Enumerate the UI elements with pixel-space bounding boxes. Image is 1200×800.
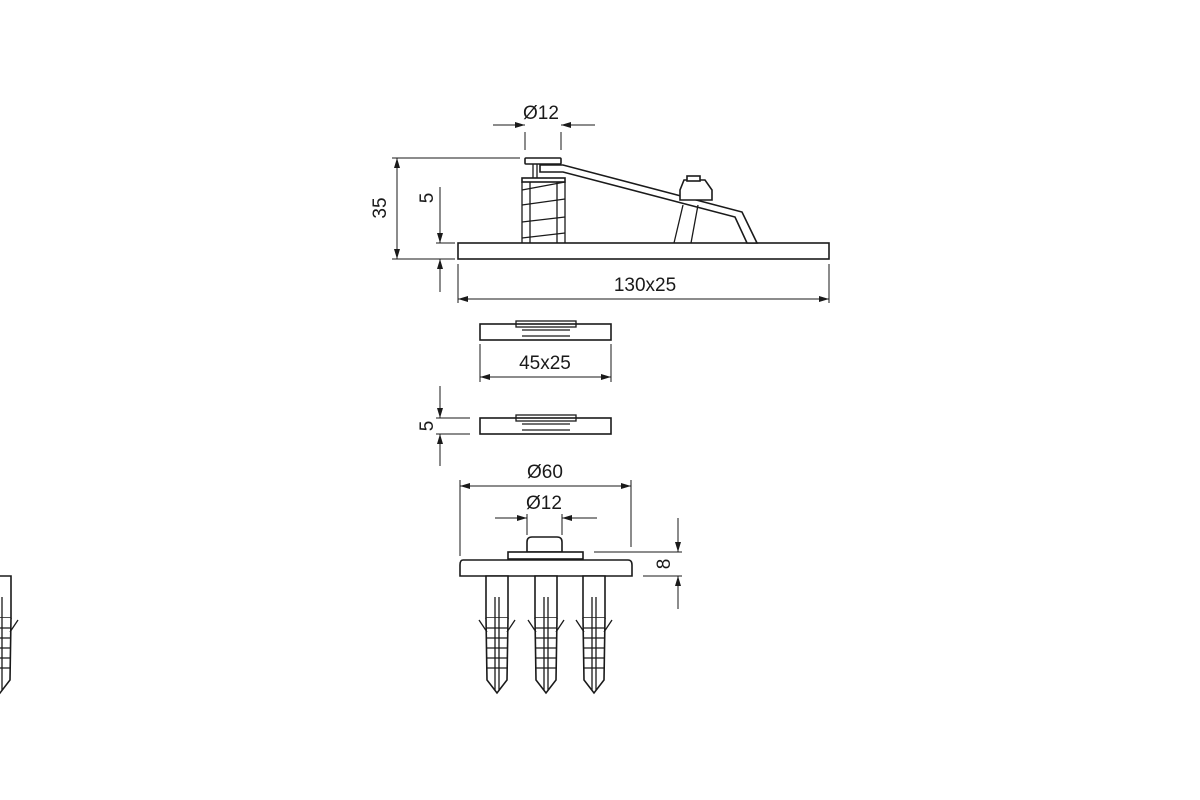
top-assembly-view: Ø12 35 5 130x25	[370, 103, 830, 303]
dim-label: 8	[654, 559, 675, 570]
dim-label: Ø12	[526, 493, 562, 514]
dim-flange-diameter: Ø60	[459, 462, 632, 556]
spring	[521, 157, 566, 243]
dim-label: 5	[417, 421, 438, 432]
dim-base-height: 8	[594, 518, 682, 609]
spacer-plate-view: 45x25	[479, 320, 612, 382]
dim-label: Ø60	[527, 462, 563, 483]
wall-anchor	[0, 575, 19, 695]
base-plate	[457, 242, 830, 260]
dim-plate-thickness: 5	[417, 187, 455, 292]
dim-label: 130x25	[614, 275, 676, 296]
anchor-base-view: Ø60 Ø12 8	[0, 462, 682, 695]
lever-arm	[539, 164, 759, 244]
dim-label: 35	[370, 197, 391, 218]
dim-height: 35	[370, 157, 520, 260]
side-plate-view: 5	[417, 386, 612, 466]
dim-label: Ø12	[523, 103, 559, 124]
dim-cap-diameter: Ø12	[493, 103, 595, 150]
dim-plate-size: 130x25	[457, 264, 830, 303]
dim-knob-diameter: Ø12	[495, 493, 597, 535]
bolt-nut	[673, 175, 713, 244]
dim-label: 45x25	[519, 353, 571, 374]
dim-label: 5	[417, 193, 438, 204]
